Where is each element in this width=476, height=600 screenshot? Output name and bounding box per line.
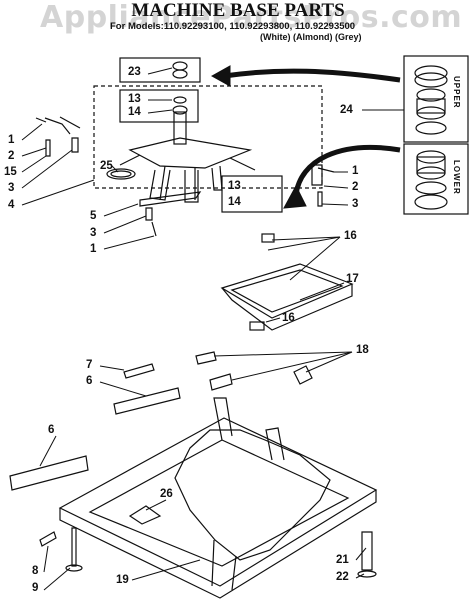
callout-7: 7: [86, 359, 93, 371]
models-line: For Models:110.92293100, 110.92293800, 1…: [110, 21, 356, 32]
lower-bearing-inset: [403, 143, 469, 215]
part-13-14-box-right: [221, 175, 283, 213]
callout-21: 21: [336, 554, 349, 566]
upper-bearing-inset: [403, 55, 469, 143]
colors-line: (White) (Almond) (Grey): [260, 32, 362, 42]
callout-17: 17: [346, 273, 359, 285]
callout-13-right: 13: [228, 180, 241, 192]
callout-5: 5: [90, 210, 97, 222]
diagram-title: MACHINE BASE PARTS: [131, 0, 345, 21]
callout-1-left: 1: [8, 134, 15, 146]
callout-6-lower: 6: [48, 424, 55, 436]
assembly-outline: [93, 85, 323, 189]
callout-16-lower: 16: [282, 312, 295, 324]
callout-24: 24: [340, 104, 353, 116]
callout-8: 8: [32, 565, 39, 577]
callout-19: 19: [116, 574, 129, 586]
callout-1-right: 1: [352, 165, 359, 177]
callout-2-right: 2: [352, 181, 359, 193]
upper-label: UPPER: [452, 76, 461, 109]
callout-3-left: 3: [8, 182, 15, 194]
callout-23: 23: [128, 66, 141, 78]
callout-15: 15: [4, 166, 17, 178]
part-13-14-box-top: [119, 89, 199, 123]
callout-13-top: 13: [128, 93, 141, 105]
watermark: AppliancePartsPros.com: [40, 0, 463, 35]
callout-1-lower: 1: [90, 243, 97, 255]
callout-25: 25: [100, 160, 113, 172]
part-23-box: [119, 57, 201, 83]
callout-18: 18: [356, 344, 369, 356]
callout-26: 26: [160, 488, 173, 500]
callout-3-lower: 3: [90, 227, 97, 239]
callout-16-top: 16: [344, 230, 357, 242]
callout-6-upper: 6: [86, 375, 93, 387]
callout-22: 22: [336, 571, 349, 583]
callout-9: 9: [32, 582, 39, 594]
callout-3-right: 3: [352, 198, 359, 210]
callout-14-top: 14: [128, 106, 141, 118]
callout-14-right: 14: [228, 196, 241, 208]
callout-2-left: 2: [8, 150, 15, 162]
lower-label: LOWER: [452, 160, 461, 195]
callout-4: 4: [8, 199, 15, 211]
